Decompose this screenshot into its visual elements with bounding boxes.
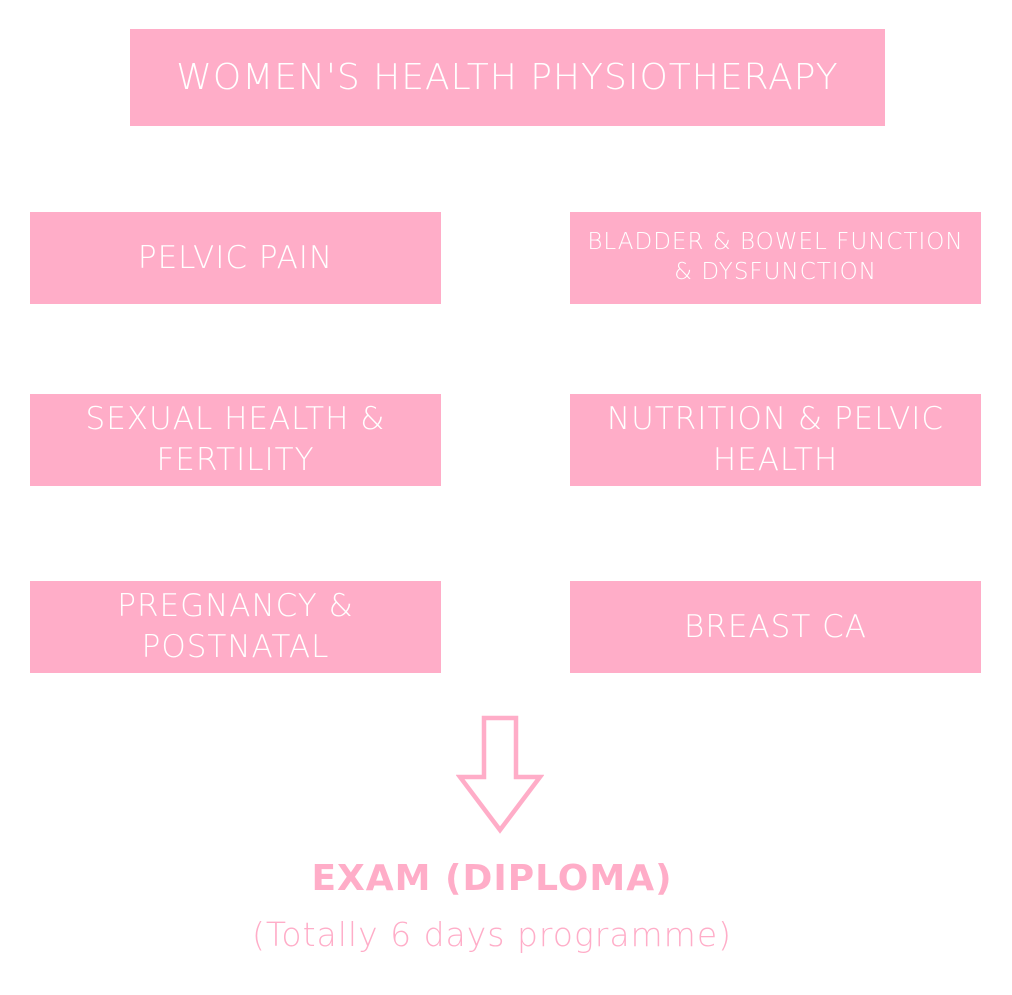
exam-title: EXAM (DIPLOMA) — [311, 858, 673, 899]
module-pelvic-pain: PELVIC PAIN — [30, 212, 441, 304]
module-bladder-bowel: BLADDER & BOWEL FUNCTION & DYSFUNCTION — [570, 212, 981, 304]
module-pregnancy-postnatal: PREGNANCY & POSTNATAL — [30, 581, 441, 673]
arrow-down-icon — [456, 715, 544, 834]
module-breast-ca: BREAST CA — [570, 581, 981, 673]
program-title: WOMEN'S HEALTH PHYSIOTHERAPY — [130, 29, 885, 126]
exam-subtitle: (Totally 6 days programme) — [251, 915, 733, 954]
module-sexual-health-fertility: SEXUAL HEALTH & FERTILITY — [30, 394, 441, 486]
module-nutrition-pelvic-health: NUTRITION & PELVIC HEALTH — [570, 394, 981, 486]
